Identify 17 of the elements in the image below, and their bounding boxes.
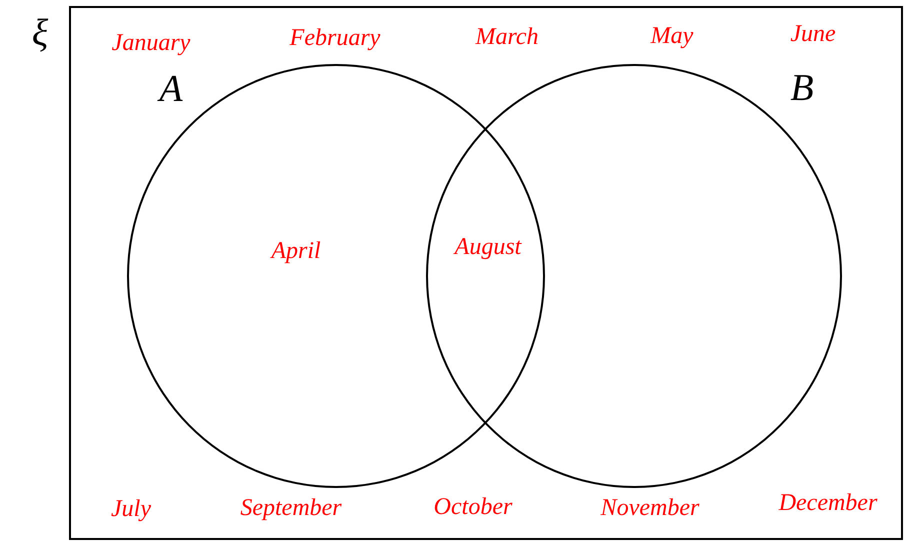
element-label: August: [454, 235, 522, 259]
element-label: May: [650, 24, 694, 48]
element-label: December: [778, 491, 878, 515]
set-symbol: ξ: [32, 14, 48, 52]
element-label: October: [434, 495, 512, 519]
element-label: April: [271, 239, 321, 263]
element-label: July: [111, 497, 151, 521]
element-label: November: [600, 496, 700, 520]
element-label: February: [290, 26, 380, 50]
set-circle: [127, 64, 545, 488]
element-label: June: [790, 22, 836, 46]
element-label: March: [475, 25, 539, 49]
set-symbol: A: [159, 70, 183, 108]
element-label: January: [112, 31, 190, 55]
set-symbol: B: [790, 69, 814, 107]
set-circle: [426, 64, 842, 488]
element-label: September: [240, 496, 342, 520]
